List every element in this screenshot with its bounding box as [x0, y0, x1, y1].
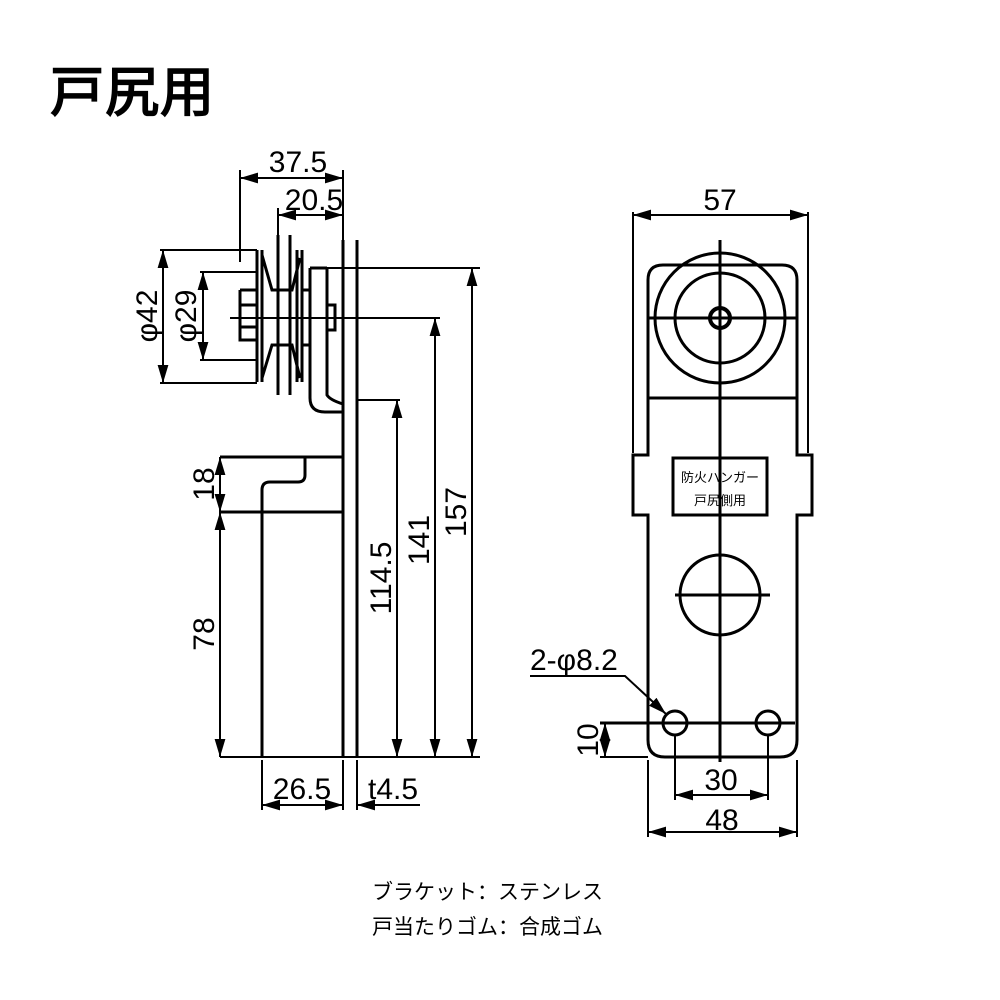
- dim-48: 48: [705, 804, 738, 837]
- dim-57: 57: [703, 184, 736, 217]
- dim-10: 10: [572, 723, 605, 756]
- dim-114-5: 114.5: [365, 542, 398, 615]
- hole-leader-line: [530, 675, 667, 715]
- dim-26-5: 26.5: [273, 773, 331, 806]
- dim-78: 78: [188, 617, 221, 650]
- page-title: 戸尻用: [50, 61, 215, 124]
- bracket-outline: [631, 263, 814, 759]
- dim-t4-5: t4.5: [368, 773, 418, 806]
- center-lines: [600, 240, 797, 762]
- material-note-bracket: ブラケット：ステンレス: [372, 880, 603, 904]
- door-stop-rubber: [220, 455, 343, 757]
- plate-label-line1: 防火ハンガー: [681, 470, 759, 486]
- plate-label-line2: 戸尻側用: [694, 494, 746, 509]
- dim-18: 18: [188, 467, 221, 500]
- material-note-rubber: 戸当たりゴム：合成ゴム: [372, 915, 603, 939]
- dim-37-5: 37.5: [269, 146, 327, 179]
- dim-20-5: 20.5: [285, 184, 343, 217]
- extension-lines-bottom: [600, 735, 798, 837]
- plate-label-box: [671, 456, 769, 517]
- bracket-plate: [308, 240, 359, 757]
- dim-phi42: φ42: [131, 290, 164, 343]
- hub: [238, 288, 337, 342]
- extension-lines-57: [632, 212, 809, 453]
- side-view: 37.5 20.5 φ42 φ29 18 78 114.5 141 157 26…: [131, 146, 480, 811]
- extension-lines: [160, 170, 480, 810]
- pulley: [255, 235, 310, 395]
- dim-2-phi8-2: 2-φ8.2: [530, 644, 618, 677]
- front-view: 防火ハンガー 戸尻側用 57 2-φ8.2 10 30 48: [530, 184, 814, 838]
- dim-phi29: φ29: [170, 290, 203, 343]
- dim-157: 157: [440, 487, 473, 537]
- dim-141: 141: [403, 515, 436, 565]
- dim-30: 30: [704, 764, 737, 797]
